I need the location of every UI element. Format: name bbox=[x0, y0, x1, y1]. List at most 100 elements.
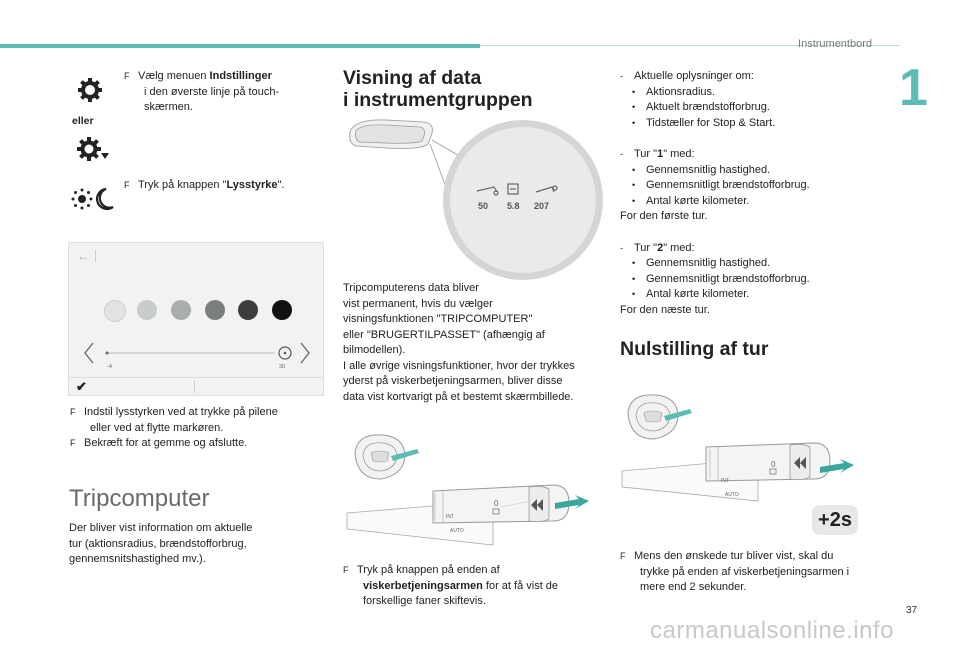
step-emphasis: Lysstyrke bbox=[226, 179, 278, 191]
dot-marker: • bbox=[632, 102, 636, 112]
step-text: Tryk på knappen på enden af bbox=[357, 564, 500, 576]
brightness-level-6[interactable] bbox=[272, 300, 292, 320]
trip-computer-intro: Der bliver vist information om aktuelle … bbox=[69, 521, 299, 568]
list-item-heading: " med: bbox=[663, 148, 695, 160]
stalk-label-off: 0 bbox=[494, 499, 499, 508]
divider bbox=[194, 381, 195, 393]
page-number: 37 bbox=[906, 605, 918, 616]
trip-number: 1 bbox=[657, 148, 664, 160]
paragraph-line: visningsfunktionen "TRIPCOMPUTER" bbox=[343, 313, 533, 325]
divider bbox=[69, 377, 323, 378]
display-section-title: Visning af data i instrumentgruppen bbox=[343, 67, 533, 111]
dash-marker: - bbox=[620, 242, 623, 253]
sub-item-text: Gennemsnitlig hastighed. bbox=[646, 163, 771, 176]
brightness-level-2[interactable] bbox=[137, 300, 157, 320]
brightness-level-4[interactable] bbox=[205, 300, 225, 320]
step-text: Bekræft for at gemme og afslutte. bbox=[84, 437, 248, 449]
step-text: ". bbox=[277, 179, 285, 191]
back-arrow-icon[interactable]: ← bbox=[77, 249, 89, 263]
list-item-note: For den første tur. bbox=[620, 210, 708, 222]
sub-item-text: Gennemsnitlig hastighed. bbox=[646, 257, 771, 269]
slider-max-label: 30 bbox=[279, 364, 286, 370]
dot-marker: • bbox=[632, 273, 636, 284]
list-item-heading: " med: bbox=[663, 241, 695, 254]
paragraph-line: bilmodellen). bbox=[343, 344, 406, 356]
brightness-level-1[interactable] bbox=[104, 300, 126, 322]
step-emphasis: Indstillinger bbox=[209, 70, 272, 82]
dot-marker: • bbox=[632, 289, 636, 299]
title-line: Visning af data bbox=[343, 67, 482, 89]
paragraph-line: I alle øvrige visningsfunktioner, hvor d… bbox=[343, 359, 575, 372]
trip-info-list: - Aktuelle oplysninger om: • Aktionsradius… bbox=[620, 69, 890, 318]
step-text: Vælg menuen bbox=[138, 70, 210, 82]
dot-marker: • bbox=[632, 164, 636, 175]
stalk-label-auto: AUTO bbox=[450, 528, 464, 534]
sub-item: • Aktuelt brændstofforbrug. bbox=[620, 100, 890, 116]
instrument-cluster-illustration bbox=[346, 116, 606, 286]
watermark: carmanualsonline.info bbox=[650, 617, 894, 644]
trip-reset-title: Nulstilling af tur bbox=[620, 338, 769, 360]
sub-item-text: Aktuelt brændstofforbrug. bbox=[646, 101, 770, 113]
brightness-icon bbox=[70, 186, 116, 217]
sub-item: • Gennemsnitlig hastighed. bbox=[620, 256, 890, 272]
sub-item-text: Antal kørte kilometer. bbox=[646, 288, 750, 300]
sub-item: •Gennemsnitligt brændstofforbrug. bbox=[620, 178, 890, 194]
list-item-heading: Aktuelle oplysninger om: bbox=[634, 70, 754, 82]
step-text: Mens den ønskede tur bliver vist, skal d… bbox=[634, 550, 834, 562]
stalk-label-off: 0 bbox=[771, 460, 776, 469]
stalk-label-auto: AUTO bbox=[725, 492, 739, 498]
dot-marker: • bbox=[632, 195, 636, 206]
brightness-level-5[interactable] bbox=[238, 300, 258, 320]
sub-item-text: Antal kørte kilometer. bbox=[646, 194, 750, 207]
step-marker: F bbox=[70, 407, 76, 417]
dot-marker: • bbox=[632, 86, 636, 97]
wiper-stalk-reset-illustration bbox=[618, 385, 868, 510]
step-marker: F bbox=[124, 71, 130, 81]
list-item: -Tur "2" med: bbox=[620, 241, 890, 257]
dash-marker: - bbox=[620, 71, 623, 81]
paragraph-line: eller "BRUGERTILPASSET" (afhængig af bbox=[343, 328, 545, 341]
paragraph-line: yderst på viskerbetjeningsarmen, bliver … bbox=[343, 375, 563, 387]
title-line: i instrumentgruppen bbox=[343, 89, 533, 111]
dot-marker: • bbox=[632, 258, 636, 268]
step-text: forskellige faner skiftevis. bbox=[363, 595, 486, 607]
step-marker: F bbox=[343, 565, 349, 575]
list-item: - Aktuelle oplysninger om: bbox=[620, 69, 890, 85]
sub-item: • Gennemsnitlig hastighed. bbox=[620, 163, 890, 179]
paragraph-line: Tripcomputerens data bliver bbox=[343, 282, 479, 294]
confirm-check-icon[interactable]: ✔ bbox=[76, 379, 87, 394]
paragraph-line: vist permanent, hvis du vælger bbox=[343, 297, 493, 310]
list-item: -Tur "1" med: bbox=[620, 147, 890, 163]
dash-marker: - bbox=[620, 149, 623, 159]
step-text: mere end 2 sekunder. bbox=[640, 581, 747, 593]
step-marker: F bbox=[620, 551, 626, 561]
step-press-wiper-stalk: F Tryk på knappen på enden af viskerbetje… bbox=[343, 563, 605, 610]
sub-item: •Gennemsnitligt brændstofforbrug. bbox=[620, 272, 890, 288]
step-reset-trip: F Mens den ønskede tur bliver vist, skal … bbox=[620, 549, 890, 596]
brightness-screen: ← -4 30 ✔ bbox=[68, 242, 324, 396]
dot-marker: • bbox=[632, 180, 636, 190]
step-text: trykke på enden af viskerbetjeningsarmen… bbox=[640, 565, 850, 578]
or-label: eller bbox=[72, 115, 94, 127]
two-second-badge: +2s bbox=[812, 505, 858, 535]
chapter-number: 1 bbox=[899, 59, 928, 117]
brightness-level-3[interactable] bbox=[171, 300, 191, 320]
step-emphasis: viskerbetjeningsarmen bbox=[363, 579, 483, 592]
gauge-consumption-value: 5.8 bbox=[507, 201, 520, 211]
brightness-slider[interactable] bbox=[81, 341, 315, 371]
sub-item-text: Aktionsradius. bbox=[646, 85, 716, 98]
paragraph-line: Der bliver vist information om aktuelle bbox=[69, 522, 253, 534]
list-item-note: For den næste tur. bbox=[620, 303, 710, 316]
stalk-label-int: INT bbox=[721, 478, 730, 484]
list-item-heading: Tur " bbox=[634, 241, 658, 254]
gauge-distance-value: 207 bbox=[534, 201, 550, 211]
paragraph-line: gennemsnitshastighed mv.). bbox=[69, 553, 206, 565]
step-text: skærmen. bbox=[144, 101, 193, 113]
step-text: for at få vist de bbox=[482, 579, 559, 592]
dot-marker: • bbox=[632, 117, 636, 128]
stalk-label-int: INT bbox=[446, 514, 455, 520]
sub-item: • Antal kørte kilometer. bbox=[620, 287, 890, 303]
header-accent-bar bbox=[0, 44, 480, 48]
settings-menu-icon bbox=[76, 136, 110, 169]
